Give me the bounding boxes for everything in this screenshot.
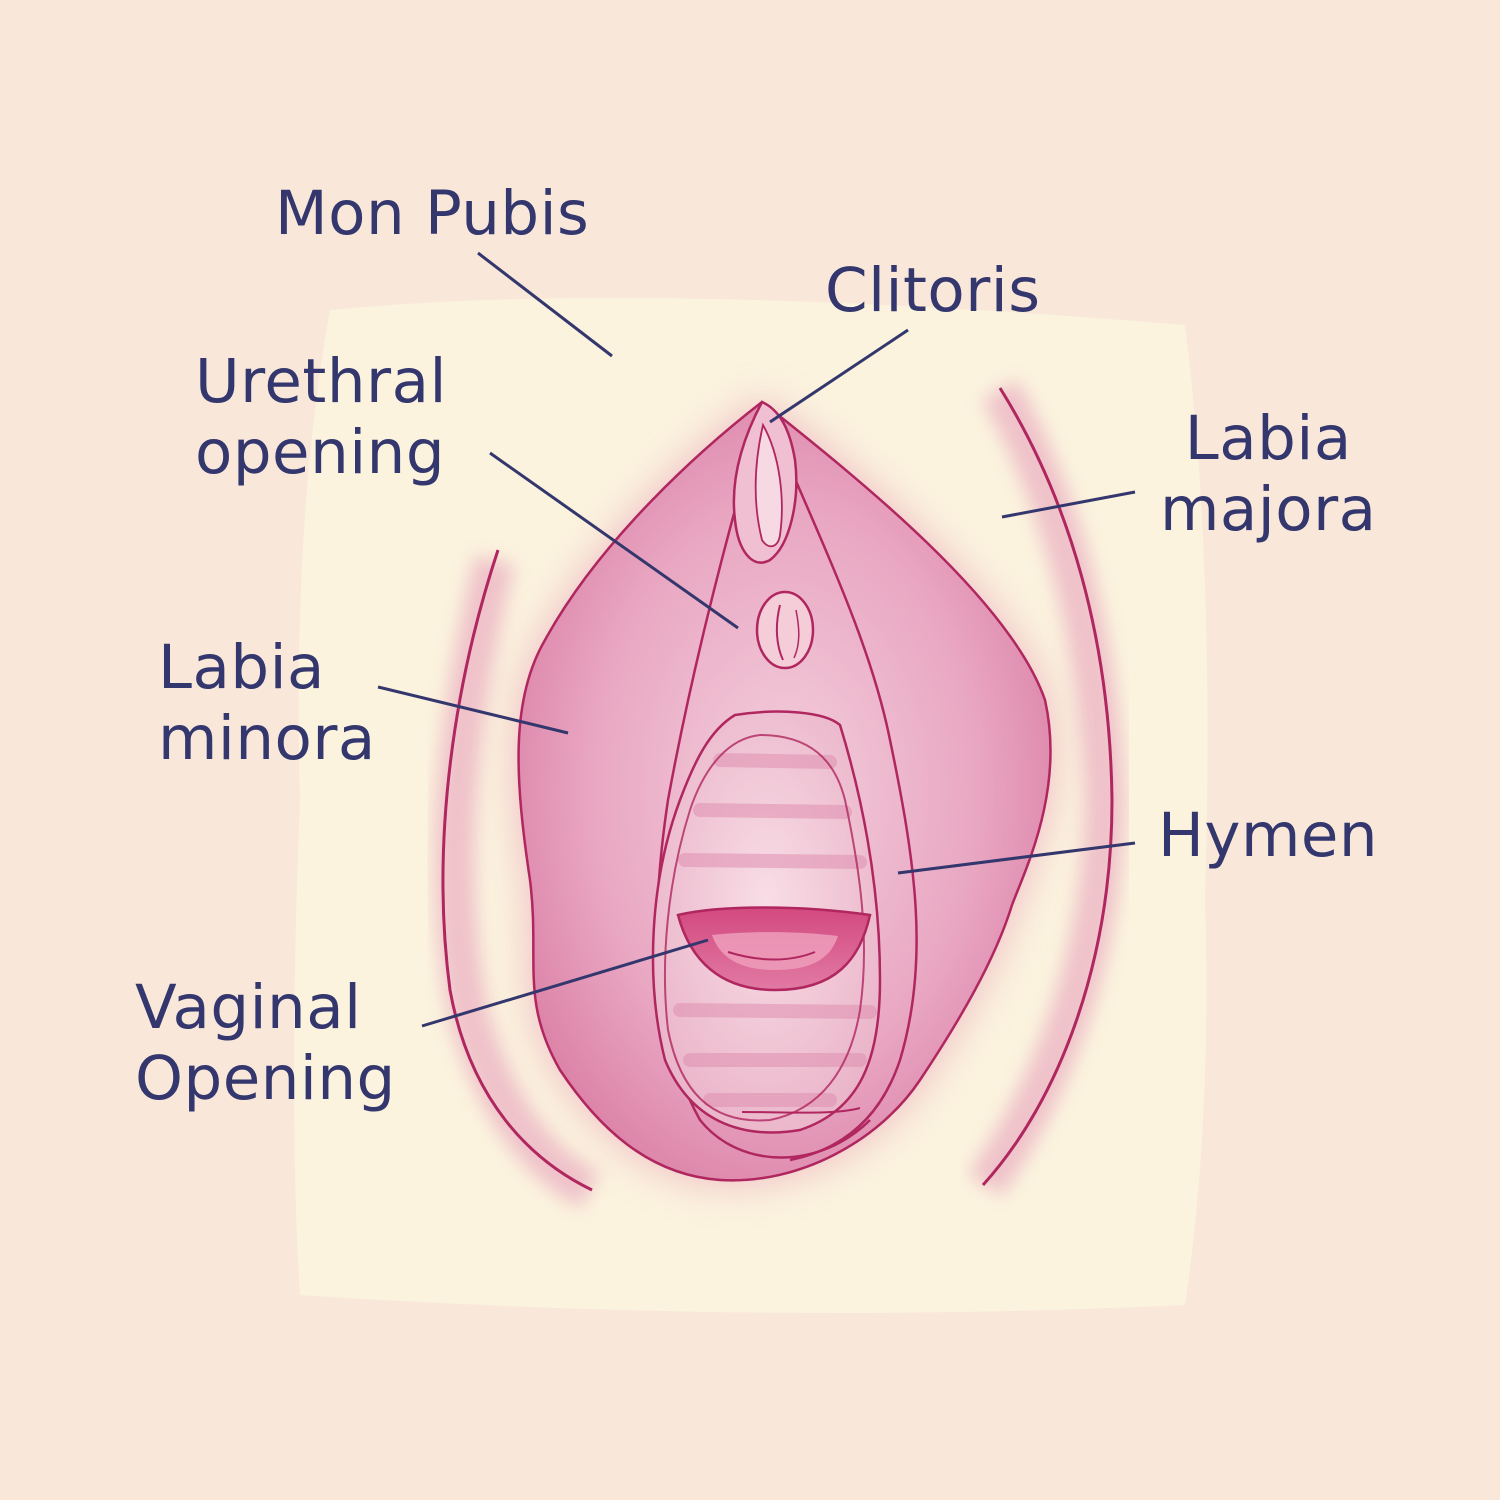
label-labia-majora-line1: Labia bbox=[1184, 403, 1352, 474]
leader-lines bbox=[377, 251, 1136, 1028]
urethral-opening-slit bbox=[775, 604, 784, 661]
vestibule-texture bbox=[673, 753, 877, 1107]
leader-vaginal-opening bbox=[421, 938, 709, 1028]
labia-majora-left bbox=[441, 549, 593, 1192]
hymen-ring bbox=[663, 733, 866, 1122]
label-vaginal-opening-line2: Opening bbox=[135, 1043, 396, 1114]
label-urethral-opening: Urethral opening bbox=[195, 346, 447, 488]
label-mons-pubis: Mon Pubis bbox=[275, 178, 590, 249]
label-labia-minora: Labia minora bbox=[158, 632, 376, 774]
label-clitoris: Clitoris bbox=[825, 255, 1041, 326]
leader-urethral-opening bbox=[489, 451, 739, 630]
label-vaginal-opening: Vaginal Opening bbox=[135, 972, 396, 1114]
vaginal-opening-inner bbox=[712, 932, 838, 970]
label-labia-majora: Labia majora bbox=[1160, 403, 1377, 545]
leader-labia-minora bbox=[377, 685, 569, 735]
vaginal-opening-crease bbox=[727, 951, 816, 961]
labia-majora-right-shading bbox=[968, 380, 1126, 1197]
labia-majora-left-shading bbox=[434, 555, 600, 1208]
leader-hymen bbox=[897, 841, 1136, 875]
leader-mons-pubis bbox=[477, 251, 613, 358]
vestibule-base-line bbox=[741, 1107, 861, 1114]
label-vaginal-opening-line1: Vaginal bbox=[135, 972, 362, 1043]
labia-majora-right bbox=[981, 387, 1114, 1187]
leader-clitoris bbox=[769, 328, 909, 424]
urethral-opening-shape bbox=[755, 590, 815, 670]
label-urethral-opening-line2: opening bbox=[195, 417, 446, 488]
label-labia-minora-line2: minora bbox=[158, 703, 376, 774]
label-urethral-opening-line1: Urethral bbox=[195, 346, 447, 417]
clitoris-shape bbox=[754, 422, 783, 548]
urethral-opening-fold bbox=[793, 609, 800, 659]
leader-labia-majora bbox=[1001, 490, 1136, 519]
label-labia-minora-line1: Labia bbox=[158, 632, 325, 703]
inner-fold-right bbox=[768, 419, 918, 1162]
label-hymen: Hymen bbox=[1158, 800, 1379, 871]
label-labia-majora-line2: majora bbox=[1160, 474, 1377, 545]
